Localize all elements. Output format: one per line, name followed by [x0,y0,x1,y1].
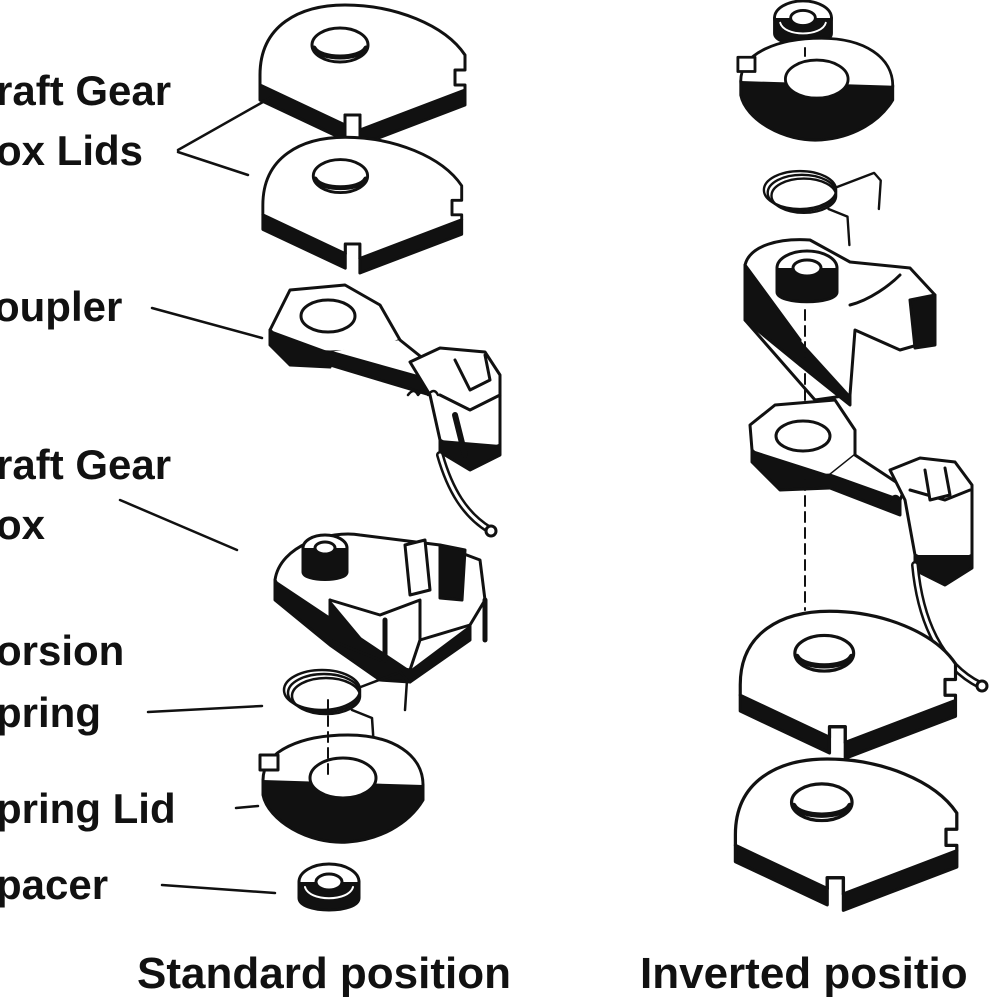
caption-inverted-position: Inverted positio [640,949,968,998]
label-coupler: oupler [0,283,123,330]
leader-spring-lid [234,804,260,810]
label-spacer: pacer [0,861,109,908]
coupler-inverted [748,398,989,693]
label-spring-lid: pring Lid [0,785,176,832]
leader-spacer [160,883,277,895]
leader-box [118,498,239,552]
leader-lids-2 [176,150,250,177]
draft-gear-box-standard [273,532,488,684]
label-draft-gear-box-line2: ox [0,501,46,548]
leader-lids-1 [176,96,272,152]
label-draft-gear-box-line1: raft Gear [0,441,172,488]
coupler-standard [268,283,502,538]
draft-gear-box-inverted [743,238,937,407]
label-draft-gear-box-lids-line2: ox Lids [0,127,144,174]
label-torsion-spring-line1: orsion [0,627,125,674]
leader-spring [146,704,264,714]
label-draft-gear-box-lids-line1: raft Gear [0,67,172,114]
label-torsion-spring-line2: pring [0,689,101,736]
caption-standard-position: Standard position [137,949,511,998]
leader-coupler [150,306,264,340]
